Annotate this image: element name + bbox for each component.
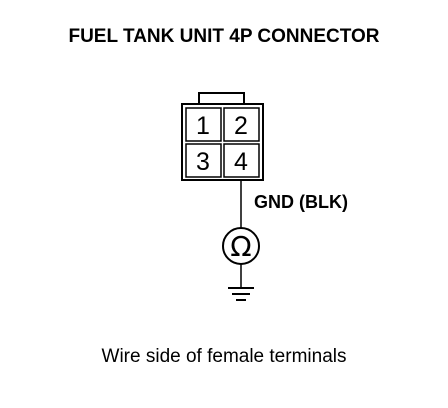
pin-number-2: 2	[234, 112, 248, 140]
ground-icon	[228, 287, 254, 301]
pin-cavity-3	[185, 143, 222, 178]
wire-label: GND (BLK)	[254, 192, 348, 212]
pin-cavity-4	[223, 143, 260, 178]
pin-number-4: 4	[234, 148, 248, 176]
pin-cavity-2	[223, 107, 260, 142]
pin-cavity-1	[185, 107, 222, 142]
diagram-caption: Wire side of female terminals	[101, 346, 347, 367]
ohm-symbol: Ω	[230, 230, 251, 263]
connector-lock-tab	[198, 92, 245, 104]
pin-number-3: 3	[196, 148, 210, 176]
pin-number-1: 1	[196, 112, 210, 140]
connector-body	[181, 103, 264, 181]
diagram-title: FUEL TANK UNIT 4P CONNECTOR	[68, 26, 380, 47]
